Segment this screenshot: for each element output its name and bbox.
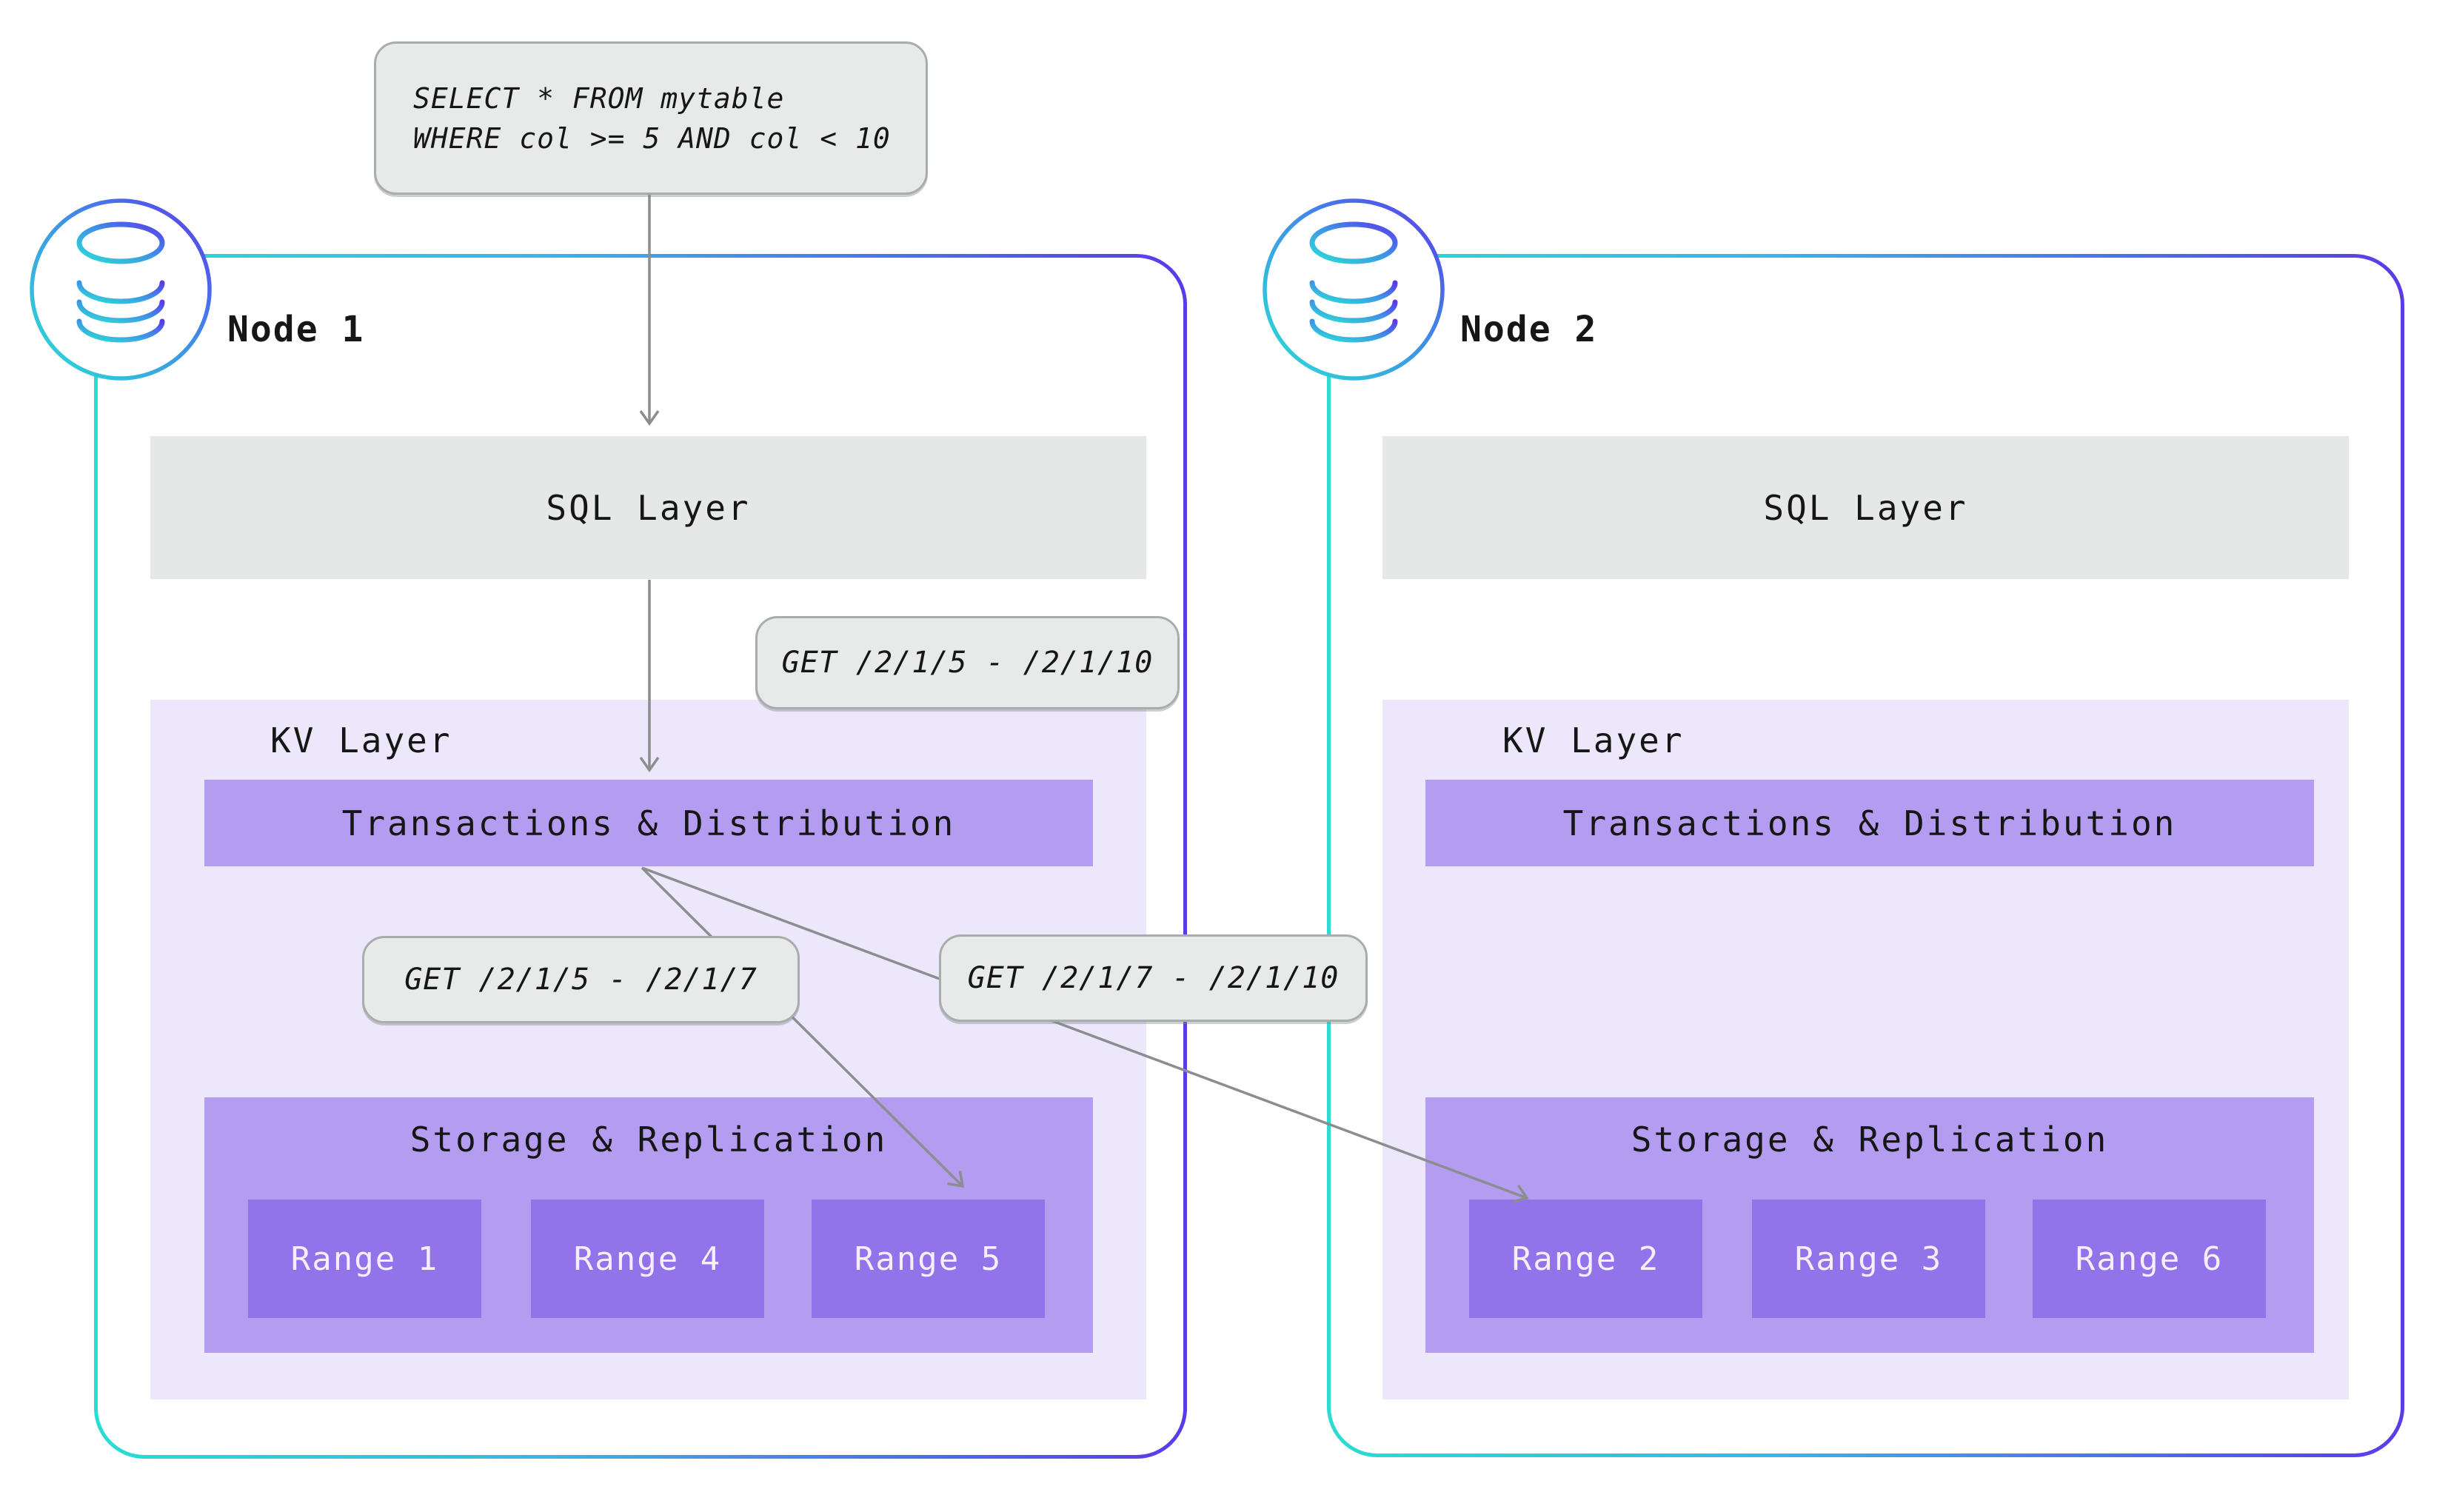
storage-replication-panel: Storage & Replication Range 1 Range 4 Ra…: [204, 1097, 1093, 1353]
node-title: Node 2: [1460, 309, 1598, 350]
range-box: Range 2: [1469, 1200, 1702, 1318]
range-box: Range 3: [1752, 1200, 1985, 1318]
database-icon: [28, 197, 213, 382]
range-box: Range 1: [248, 1200, 481, 1318]
node-title: Node 1: [227, 309, 365, 350]
node-1-panel: Node 1 SQL Layer KV Layer Transactions &…: [30, 198, 1187, 1459]
storage-replication-label: Storage & Replication: [1631, 1120, 2109, 1160]
node-2-panel: Node 2 SQL Layer KV Layer Transactions &…: [1263, 198, 2404, 1457]
get-range-left-callout: GET /2/1/5 - /2/1/7: [362, 936, 800, 1023]
get-range-full-callout: GET /2/1/5 - /2/1/10: [755, 616, 1180, 709]
range-box: Range 4: [531, 1200, 764, 1318]
transactions-distribution-bar: Transactions & Distribution: [204, 780, 1093, 866]
query-line: WHERE col >= 5 AND col < 10: [413, 121, 891, 155]
database-icon: [1261, 197, 1446, 382]
get-range-right-callout: GET /2/1/7 - /2/1/10: [939, 934, 1368, 1022]
sql-layer-bar: SQL Layer: [150, 436, 1146, 579]
range-box: Range 6: [2033, 1200, 2266, 1318]
sql-query-callout: SELECT * FROM mytable WHERE col >= 5 AND…: [374, 41, 928, 195]
kv-layer-panel: KV Layer Transactions & Distribution Sto…: [150, 700, 1146, 1399]
storage-replication-label: Storage & Replication: [409, 1120, 888, 1160]
kv-layer-label: KV Layer: [270, 720, 452, 760]
sql-layer-bar: SQL Layer: [1382, 436, 2349, 579]
range-box: Range 5: [812, 1200, 1045, 1318]
transactions-distribution-bar: Transactions & Distribution: [1425, 780, 2314, 866]
query-line: SELECT * FROM mytable: [413, 81, 785, 115]
kv-layer-label: KV Layer: [1502, 720, 1685, 760]
storage-replication-panel: Storage & Replication Range 2 Range 3 Ra…: [1425, 1097, 2314, 1353]
kv-layer-panel: KV Layer Transactions & Distribution Sto…: [1382, 700, 2349, 1399]
